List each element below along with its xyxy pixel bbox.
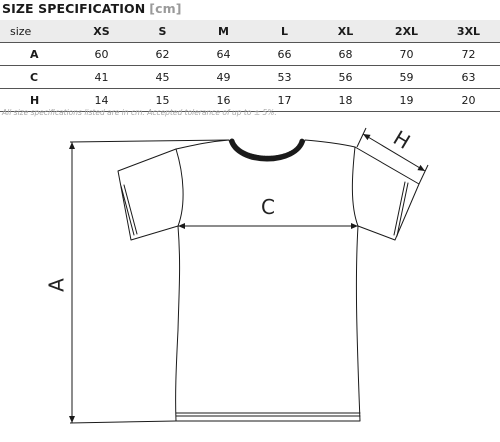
sleeve-cuff-line	[120, 185, 135, 236]
table-cell: 19	[376, 88, 437, 112]
table-cell: 59	[376, 65, 437, 89]
dimension-h-line	[362, 133, 426, 172]
table-cell: 70	[376, 42, 437, 66]
table-cell: 45	[132, 65, 193, 89]
table-cell: 60	[71, 42, 132, 66]
dimension-arrow-icon	[69, 142, 75, 149]
table-row-c: C 41 45 49 53 56 59 63	[0, 65, 500, 89]
dimension-label-a: A	[45, 278, 69, 292]
dimension-extension-line	[418, 164, 429, 185]
table-cell: 18	[315, 88, 376, 112]
table-header-row: size XS S M L XL 2XL 3XL	[0, 20, 500, 43]
dimension-a: A	[45, 139, 230, 424]
table-cell: 63	[437, 65, 500, 89]
tolerance-note: All size specifications listed are in cm…	[2, 108, 277, 117]
tshirt-measurement-diagram: A C H	[45, 126, 429, 424]
tshirt-outline	[117, 138, 420, 422]
table-cell: 66	[254, 42, 315, 66]
col-header-s: S	[132, 20, 193, 43]
table-cell: 15	[132, 88, 193, 112]
size-header: size	[0, 20, 71, 43]
col-header-2xl: 2XL	[376, 20, 437, 43]
table-cell: 14	[71, 88, 132, 112]
col-header-l: L	[254, 20, 315, 43]
col-header-xs: XS	[71, 20, 132, 43]
page-title: SIZE SPECIFICATION[cm]	[2, 1, 182, 17]
sleeve-cuff-line	[393, 181, 406, 236]
table-cell: 49	[193, 65, 254, 89]
armhole-seam	[351, 146, 359, 227]
table-cell: 64	[193, 42, 254, 66]
dimension-extension-line	[69, 420, 177, 424]
dimension-arrow-icon	[351, 223, 358, 229]
table-cell: 17	[254, 88, 315, 112]
tshirt-body-outline	[117, 139, 420, 422]
col-header-3xl: 3XL	[437, 20, 500, 43]
collar-rib	[229, 138, 305, 161]
table-cell: 41	[71, 65, 132, 89]
table-cell: 68	[315, 42, 376, 66]
dimension-extension-line	[356, 127, 367, 148]
dimension-arrow-icon	[363, 134, 371, 141]
dimension-c: C	[178, 195, 358, 229]
dimension-arrow-icon	[69, 416, 75, 423]
dimension-arrow-icon	[417, 164, 425, 171]
table-row-a: A 60 62 64 66 68 70 72	[0, 42, 500, 66]
table-cell: 56	[315, 65, 376, 89]
col-header-xl: XL	[315, 20, 376, 43]
dimension-label-h: H	[389, 126, 414, 154]
dimension-label-c: C	[261, 195, 275, 219]
row-label-h: H	[0, 88, 71, 112]
row-label-c: C	[0, 65, 71, 89]
table-cell: 62	[132, 42, 193, 66]
table-cell: 16	[193, 88, 254, 112]
row-label-a: A	[0, 42, 71, 66]
table-cell: 53	[254, 65, 315, 89]
title-text: SIZE SPECIFICATION	[2, 1, 146, 16]
col-header-m: M	[193, 20, 254, 43]
table-cell: 72	[437, 42, 500, 66]
dimension-extension-line	[69, 139, 230, 143]
dimension-arrow-icon	[178, 223, 185, 229]
armhole-seam	[175, 148, 184, 227]
size-table: size XS S M L XL 2XL 3XL A 60 62 64 66 6…	[0, 20, 500, 112]
sleeve-cuff-line	[396, 182, 409, 237]
table-cell: 20	[437, 88, 500, 112]
title-unit: [cm]	[149, 1, 182, 16]
table-row-h: H 14 15 16 17 18 19 20	[0, 88, 500, 112]
sleeve-cuff-line	[123, 184, 138, 235]
